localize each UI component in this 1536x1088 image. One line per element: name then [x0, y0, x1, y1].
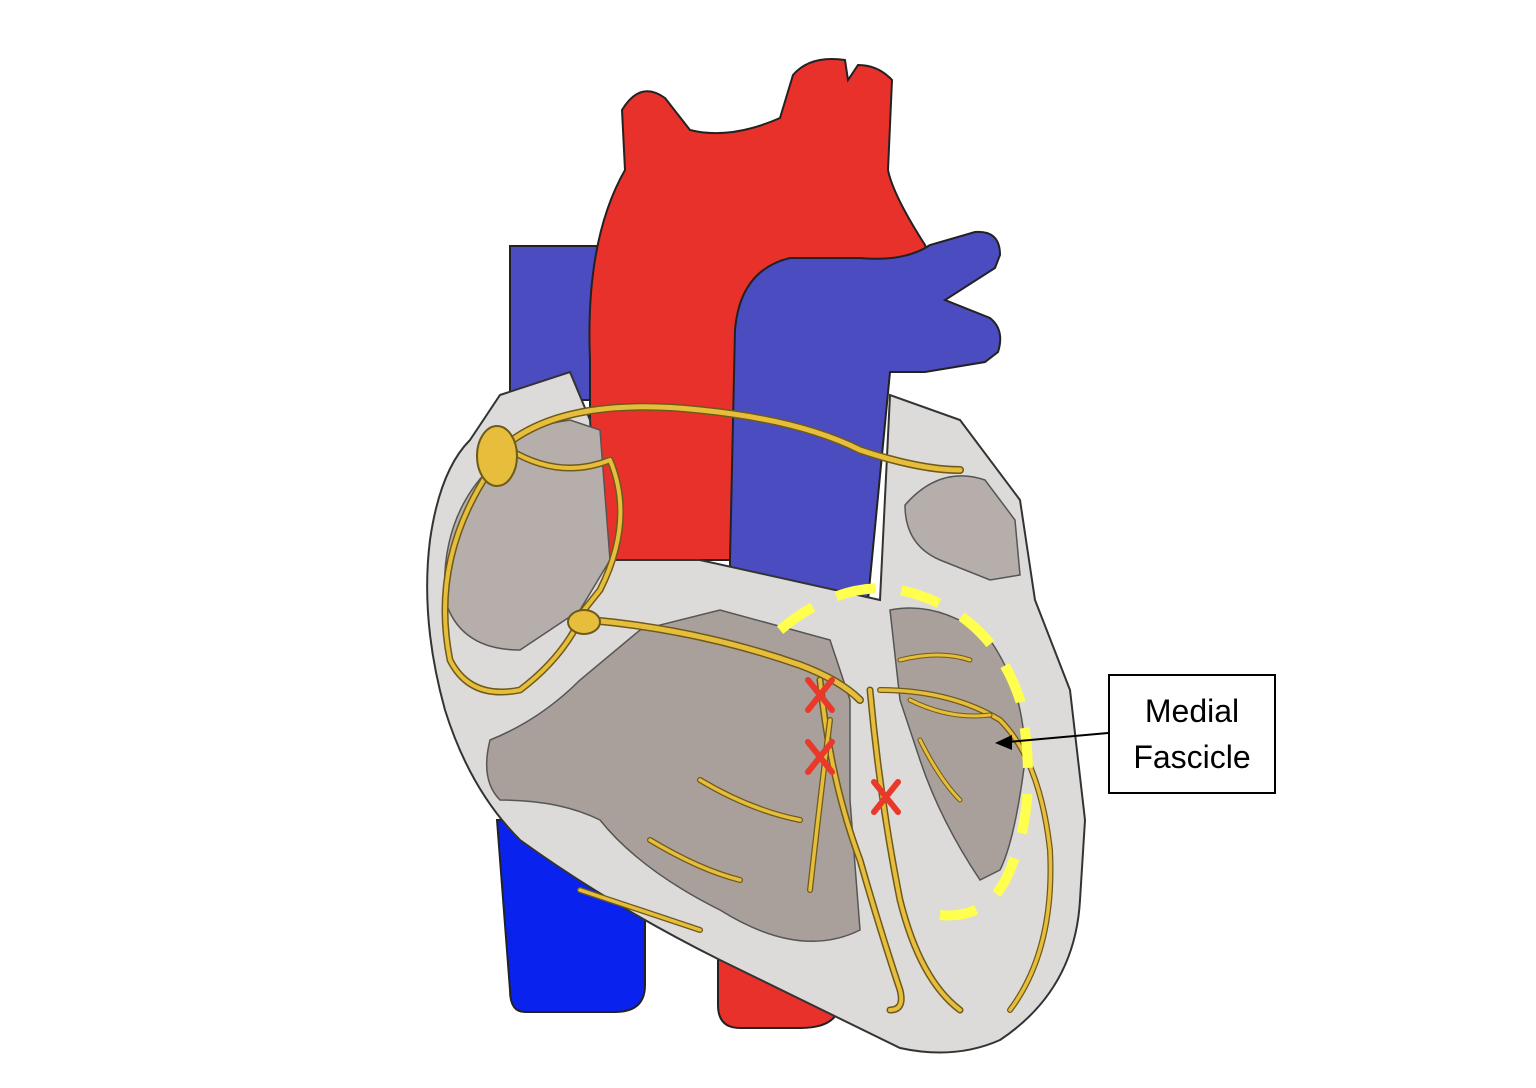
label-line-2: Fascicle [1133, 739, 1251, 775]
x-mark-icon [871, 779, 901, 815]
left-atrium [904, 475, 1021, 581]
atrioventricular-node [567, 609, 601, 635]
conduction-system [441, 402, 1054, 1014]
sinoatrial-node [476, 425, 518, 487]
arrow-left-icon [995, 732, 1109, 750]
highlight-region [776, 583, 1033, 921]
right-ventricle [485, 609, 861, 942]
x-mark-icon [805, 677, 835, 713]
pulmonary-artery [729, 230, 1002, 601]
label-line-1: Medial [1144, 693, 1240, 729]
medial-fascicle-label: Medial Fascicle [1108, 674, 1276, 794]
x-mark-icon [805, 739, 835, 775]
